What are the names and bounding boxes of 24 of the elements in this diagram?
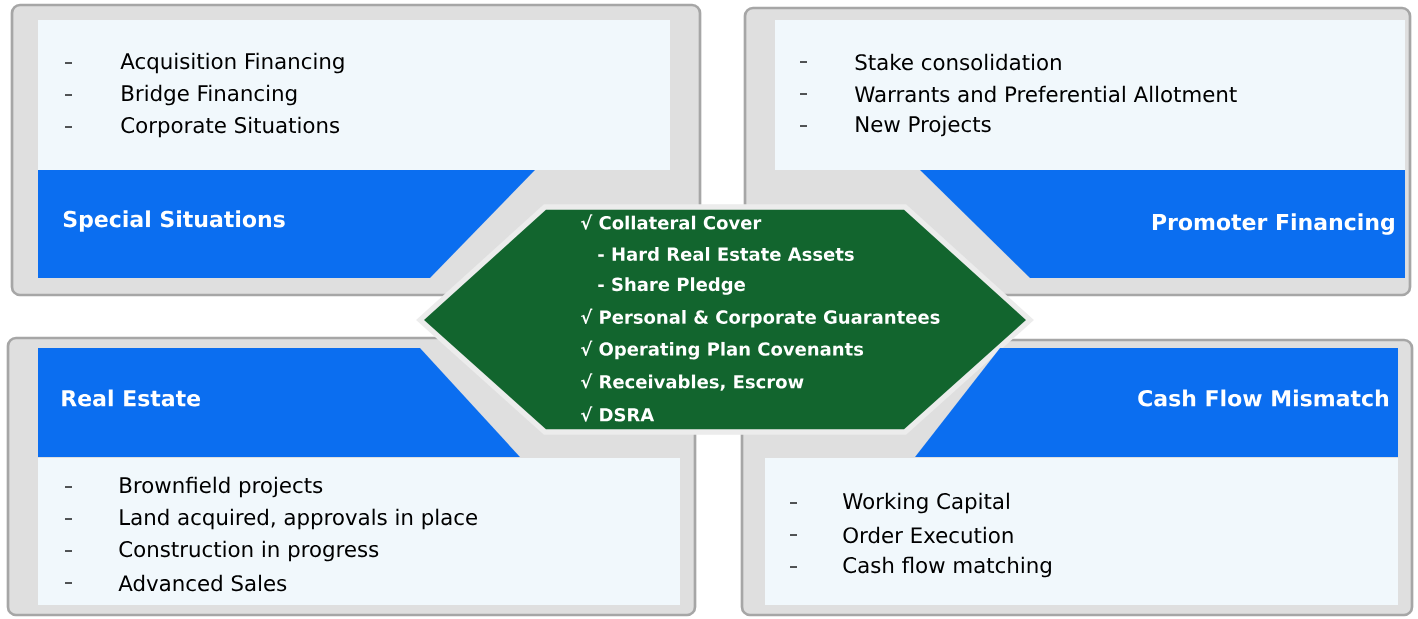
- list-item: Construction in progress: [119, 540, 379, 562]
- check-item: √ Personal & Corporate Guarantees: [580, 308, 940, 328]
- check-item: √ Receivables, Escrow: [580, 373, 804, 391]
- band-title: Cash Flow Mismatch: [1138, 389, 1389, 407]
- check-item: - Share Pledge: [598, 277, 745, 295]
- list-item: Warrants and Preferential Allotment: [855, 85, 1237, 103]
- list-item: Stake consolidation: [855, 53, 1061, 71]
- check-item: √ Collateral Cover: [580, 214, 762, 230]
- list-item: Advanced Sales: [118, 574, 287, 592]
- list-item: Corporate Situations: [121, 116, 340, 138]
- list-item: Acquisition Financing: [120, 52, 344, 74]
- list-item: Land acquired, approvals in place: [120, 508, 477, 530]
- list-item: Bridge Financing: [122, 84, 297, 106]
- list-item: Order Execution: [843, 526, 1013, 544]
- check-item: √ DSRA: [580, 406, 655, 422]
- list-item: Brownfield projects: [120, 476, 323, 498]
- list-item: New Projects: [856, 115, 991, 137]
- check-item: - Hard Real Estate Assets: [598, 247, 854, 261]
- band-title: Promoter Financing: [1152, 213, 1394, 235]
- check-item: √ Operating Plan Covenants: [580, 340, 864, 360]
- band-title: Real Estate: [62, 389, 201, 407]
- band-title: Special Situations: [63, 210, 285, 232]
- list-item: Working Capital: [843, 492, 1009, 514]
- list-item: Cash flow matching: [843, 556, 1051, 578]
